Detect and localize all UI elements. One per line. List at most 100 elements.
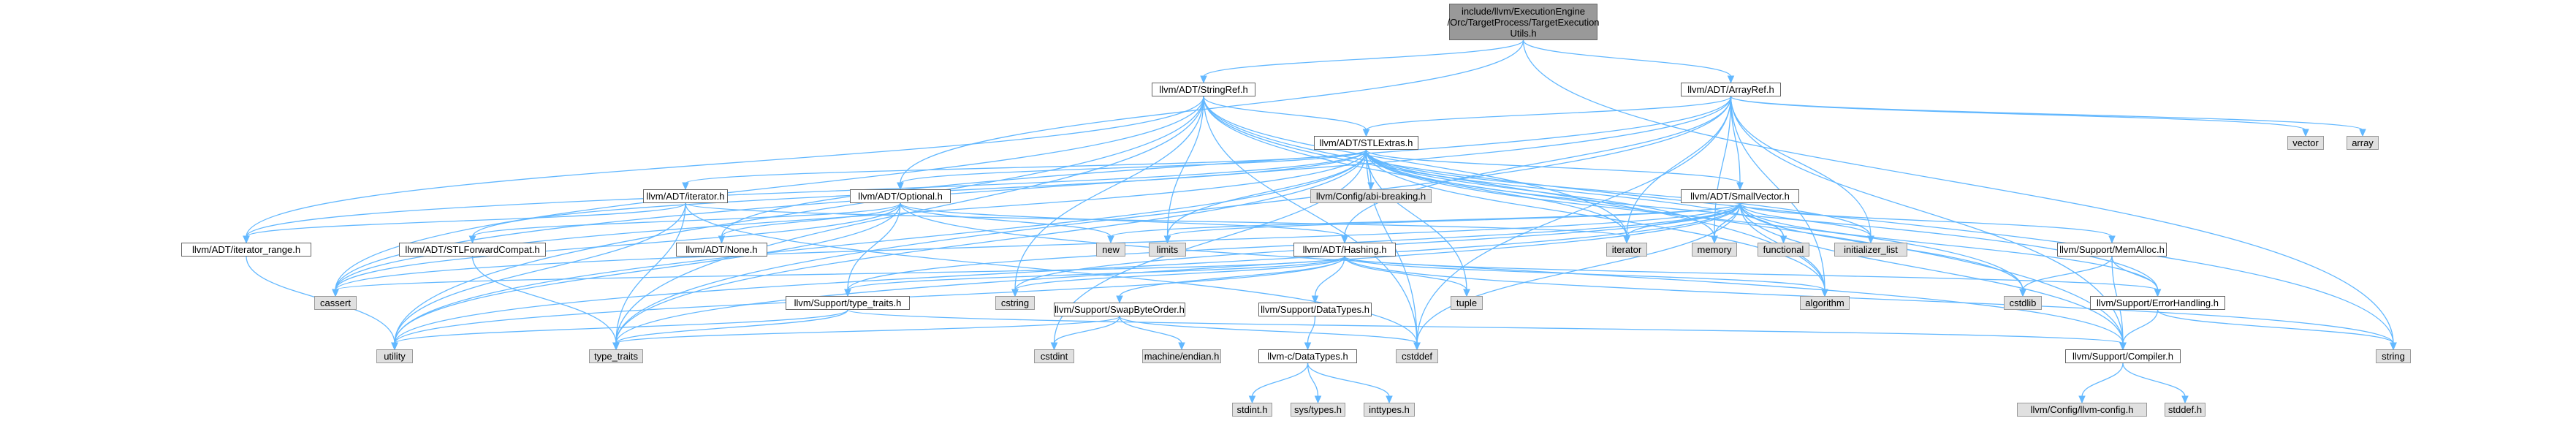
edge-stringref-to-iterator_range [246, 96, 1204, 238]
node-datatypes[interactable]: llvm/Support/DataTypes.h [1258, 303, 1372, 316]
node-optional[interactable]: llvm/ADT/Optional.h [850, 189, 951, 203]
edge-arrowhead [1178, 342, 1185, 351]
node-stlextras[interactable]: llvm/ADT/STLExtras.h [1314, 136, 1418, 150]
edge-stringref-to-cassert [335, 96, 1204, 291]
node-initializer-list[interactable]: initializer_list [1834, 243, 1907, 257]
edge-arrowhead [1711, 235, 1718, 244]
edge-type_traits_h-to-type_traits [615, 309, 848, 344]
node-iterator-range[interactable]: llvm/ADT/iterator_range.h [181, 243, 311, 257]
node-smallvector[interactable]: llvm/ADT/SmallVector.h [1681, 189, 1799, 203]
edge-arrowhead [2181, 395, 2189, 404]
edge-arrowhead [1463, 289, 1470, 297]
edge-arrowhead [2019, 289, 2026, 297]
edge-type_traits_h-to-compiler [847, 309, 2124, 344]
node-hashing[interactable]: llvm/ADT/Hashing.h [1293, 243, 1396, 257]
node-stlforward[interactable]: llvm/ADT/STLForwardCompat.h [399, 243, 546, 257]
node-errorhandling[interactable]: llvm/Support/ErrorHandling.h [2090, 296, 2225, 310]
edge-arrowhead [1386, 395, 1393, 404]
node-memory[interactable]: memory [1692, 243, 1737, 257]
edge-arrowhead [2119, 342, 2127, 351]
node-cstring[interactable]: cstring [995, 296, 1035, 310]
node-none[interactable]: llvm/ADT/None.h [676, 243, 767, 257]
edge-swapbyteorder-to-machine_endian [1119, 316, 1182, 344]
node-functional[interactable]: functional [1758, 243, 1809, 257]
node-root[interactable]: include/llvm/ExecutionEngine /Orc/Target… [1447, 4, 1600, 40]
edge-stlextras-to-errorhandling [1365, 149, 2159, 291]
edge-memalloc-to-cstdlib [2022, 256, 2113, 291]
edge-stlextras-to-iterator_h [685, 149, 1367, 184]
edge-arrowhead [1107, 235, 1114, 244]
edge-arrowhead [1362, 129, 1370, 137]
node-llvm-config[interactable]: llvm/Config/llvm-config.h [2017, 403, 2147, 417]
edge-arrowhead [612, 342, 620, 351]
node-inttypes[interactable]: inttypes.h [1364, 403, 1415, 417]
edge-arrowhead [682, 182, 689, 191]
edge-smallvector-to-new [1110, 202, 1741, 238]
edge-hashing-to-type_traits_h [847, 256, 1345, 291]
node-cstddef[interactable]: cstddef [1396, 349, 1438, 363]
node-algorithm[interactable]: algorithm [1800, 296, 1850, 310]
edge-arrowhead [243, 235, 250, 244]
node-iterator-h[interactable]: llvm/ADT/iterator.h [643, 189, 728, 203]
edge-arrayref-to-vector [1730, 96, 2306, 131]
edge-arrowhead [2108, 235, 2116, 244]
edge-root-to-stringref [1203, 39, 1524, 77]
node-cassert[interactable]: cassert [314, 296, 357, 310]
node-stddef[interactable]: stddef.h [2165, 403, 2205, 417]
edge-stlextras-to-iterator_range [246, 149, 1367, 238]
edge-arrayref-to-hashing [1344, 96, 1732, 238]
node-vector[interactable]: vector [2287, 136, 2324, 150]
node-systypes[interactable]: sys/types.h [1291, 403, 1345, 417]
edge-root-to-string [1522, 39, 2394, 344]
edge-arrowhead [391, 342, 398, 351]
edge-arrowhead [2302, 129, 2309, 137]
node-limits[interactable]: limits [1149, 243, 1186, 257]
node-stringref[interactable]: llvm/ADT/StringRef.h [1152, 83, 1255, 96]
edge-root-to-optional [900, 39, 1524, 184]
node-array[interactable]: array [2347, 136, 2379, 150]
edge-type_traits_h-to-utility [394, 309, 848, 344]
edge-stlextras-to-optional [900, 149, 1367, 184]
edge-arrowhead [718, 235, 726, 244]
edge-hashing-to-tuple [1344, 256, 1467, 291]
edge-swapbyteorder-to-cstdint [1053, 316, 1120, 344]
node-type-traits-h[interactable]: llvm/Support/type_traits.h [786, 296, 910, 310]
node-string[interactable]: string [2376, 349, 2411, 363]
edge-hashing-to-errorhandling [1344, 256, 2159, 291]
edge-swapbyteorder-to-type_traits [615, 316, 1120, 344]
node-iterator[interactable]: iterator [1606, 243, 1647, 257]
node-stdint[interactable]: stdint.h [1232, 403, 1272, 417]
edge-stlextras-to-cstdlib [1365, 149, 2024, 291]
node-type-traits[interactable]: type_traits [589, 349, 643, 363]
node-arrayref[interactable]: llvm/ADT/ArrayRef.h [1681, 83, 1781, 96]
edge-arrowhead [1200, 75, 1207, 84]
node-llvmc-datatypes[interactable]: llvm-c/DataTypes.h [1258, 349, 1357, 363]
node-swapbyteorder[interactable]: llvm/Support/SwapByteOrder.h [1054, 303, 1185, 316]
node-cstdint[interactable]: cstdint [1034, 349, 1074, 363]
node-tuple[interactable]: tuple [1451, 296, 1483, 310]
edge-stringref-to-stlextras [1203, 96, 1367, 131]
edge-smallvector-to-errorhandling [1739, 202, 2159, 291]
edge-arrowhead [1050, 342, 1058, 351]
edge-llvmc_datatypes-to-inttypes [1307, 362, 1390, 398]
node-compiler[interactable]: llvm/Support/Compiler.h [2065, 349, 2181, 363]
node-cstdlib[interactable]: cstdlib [2004, 296, 2042, 310]
node-machine-endian[interactable]: machine/endian.h [1142, 349, 1221, 363]
edge-arrowhead [2154, 289, 2162, 297]
edge-optional-to-stlforward [471, 202, 901, 238]
node-utility[interactable]: utility [376, 349, 413, 363]
edge-arrowhead [1163, 235, 1171, 244]
edge-optional-to-type_traits_h [847, 202, 901, 291]
edge-arrowhead [2390, 342, 2397, 351]
edge-smallvector-to-functional [1739, 202, 1785, 238]
edge-arrowhead [2078, 395, 2086, 404]
node-new[interactable]: new [1096, 243, 1125, 257]
node-abi-breaking[interactable]: llvm/Config/abi-breaking.h [1310, 189, 1432, 203]
edge-stlextras-to-tuple [1365, 149, 1467, 291]
node-memalloc[interactable]: llvm/Support/MemAlloc.h [2057, 243, 2167, 257]
edge-stlextras-to-smallvector [1365, 149, 1741, 184]
edge-arrowhead [1341, 235, 1348, 244]
edge-arrowhead [1314, 395, 1322, 404]
edge-stlextras-to-utility [394, 149, 1367, 344]
